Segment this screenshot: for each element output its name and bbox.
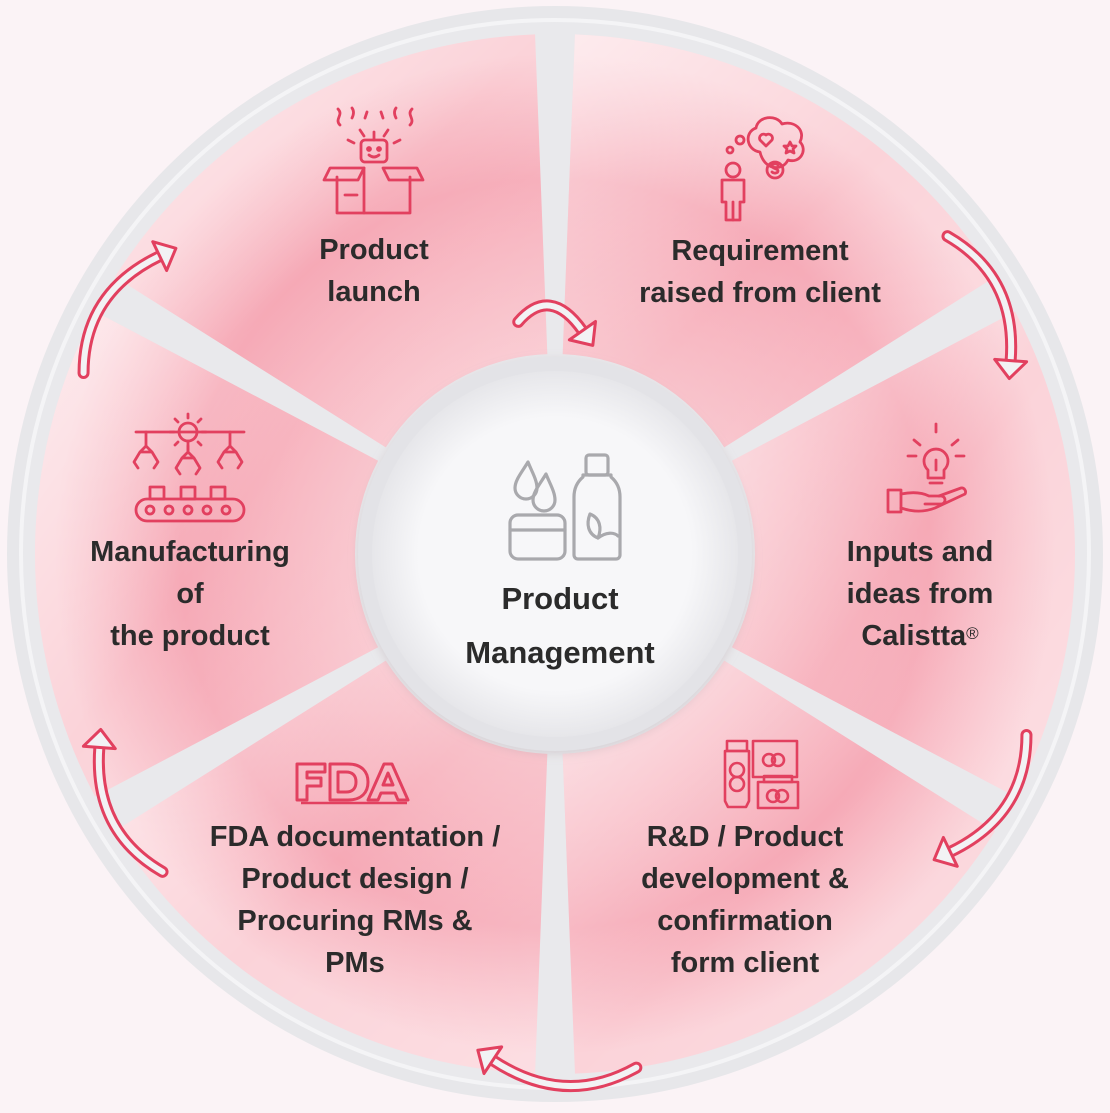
- cycle-arrow: [932, 728, 1033, 868]
- cosmetics-icon: [508, 453, 622, 561]
- step-label-fda: FDA documentation / Product design / Pro…: [180, 816, 530, 984]
- brand-name: Calistta: [861, 620, 967, 652]
- cycle-arrow: [941, 230, 1029, 381]
- segment-shine: [562, 34, 996, 448]
- center-title-line: Product: [501, 581, 619, 616]
- step-label-inputs: Inputs and ideas from Calistta®: [790, 531, 1050, 657]
- step-label-line: the product: [110, 620, 270, 652]
- cycle-arrows: [77, 230, 1033, 1093]
- step-label-line: development &: [641, 863, 849, 895]
- center-hub: [372, 371, 738, 737]
- step-label-line: Inputs and: [846, 536, 994, 568]
- cosmetic-products-icon: [723, 739, 800, 810]
- cycle-arrow: [77, 240, 178, 380]
- client-idea-icon: [720, 116, 805, 222]
- center-title-line: Management: [465, 635, 655, 670]
- step-label-line: confirmation: [657, 905, 833, 937]
- segment-shine: [34, 311, 379, 797]
- cycle-arrow: [81, 727, 169, 878]
- lightbulb-hand-icon: [886, 422, 967, 514]
- step-label-manufacturing: Manufacturing of the product: [60, 531, 320, 657]
- step-label-line: ideas from: [846, 578, 994, 610]
- cycle-arrow-head: [932, 835, 959, 868]
- registered-mark: ®: [966, 624, 979, 643]
- step-label-line: raised from client: [639, 277, 881, 309]
- cycle-arrow-head: [151, 240, 178, 273]
- step-label-line: Calistta®: [790, 615, 1050, 657]
- segment-shine: [114, 660, 548, 1074]
- step-label-line: PMs: [325, 947, 385, 979]
- step-label-line: Manufacturing: [90, 536, 290, 568]
- cycle-arrow-head: [476, 1045, 504, 1076]
- cycle-arrow-highlight: [947, 731, 1030, 855]
- step-label-line: launch: [327, 276, 421, 308]
- cycle-arrow-head: [993, 357, 1029, 381]
- cycle-arrow-highlight: [95, 744, 166, 875]
- step-label-line: Product design /: [241, 863, 469, 895]
- step-label-line: form client: [670, 947, 820, 979]
- cycle-arrow-highlight: [489, 1057, 640, 1090]
- step-label-line: Requirement: [671, 235, 849, 267]
- cycle-arrow-head: [81, 727, 117, 751]
- center-title: Product Management: [420, 572, 700, 680]
- step-label-requirement: Requirement raised from client: [590, 230, 930, 314]
- conveyor-factory-icon: [132, 412, 246, 523]
- cycle-arrow-highlight: [80, 253, 163, 377]
- cycle-arrow-highlight: [944, 233, 1015, 364]
- cycle-arrow-head: [567, 319, 598, 347]
- fda-logo: [295, 762, 410, 805]
- step-label-line: FDA documentation /: [209, 821, 501, 853]
- step-label-launch: Product launch: [264, 229, 484, 313]
- step-label-line: of: [176, 578, 204, 610]
- gift-box-launch-icon: [322, 106, 425, 215]
- step-label-line: Procuring RMs &: [237, 905, 473, 937]
- segment-shine: [731, 311, 1075, 797]
- cycle-arrow-highlight: [515, 302, 586, 334]
- step-label-line: Product: [319, 234, 429, 266]
- segments: [34, 34, 1075, 1074]
- segment-shine: [562, 660, 996, 1074]
- cycle-arrow: [512, 299, 598, 347]
- segment-shine: [114, 34, 548, 448]
- step-label-line: R&D / Product: [646, 821, 844, 853]
- cycle-arrow: [476, 1045, 643, 1093]
- step-label-rnd: R&D / Product development & confirmation…: [600, 816, 890, 984]
